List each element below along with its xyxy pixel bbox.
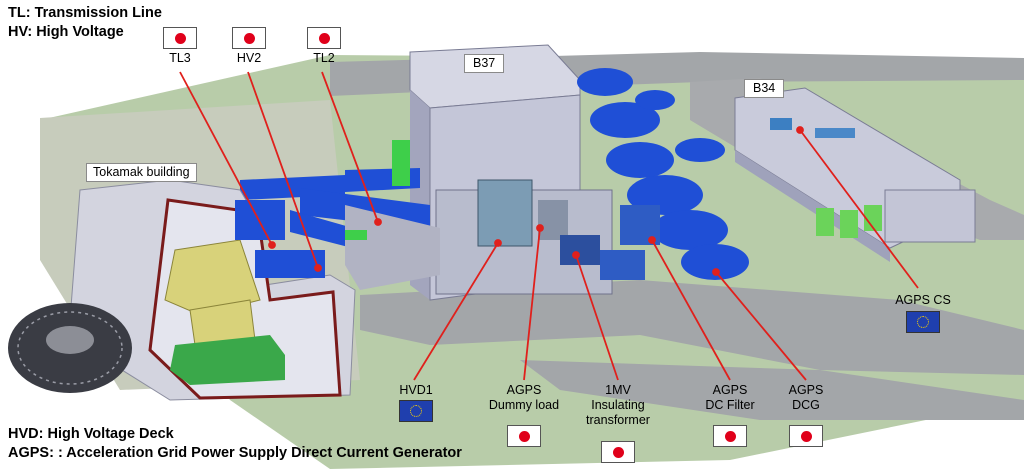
pointer-transformer [575,254,619,381]
pointer-dc-filter [651,239,731,381]
tokamak-green-duct [170,335,285,385]
tokamak-torus-inner [46,326,94,354]
b34-green-unit [816,208,834,236]
tl3-label: TL3 [169,51,191,65]
definition-hv: HV: High Voltage [8,24,124,40]
pointer-tip [268,241,276,249]
tokamak-building-label: Tokamak building [86,163,197,182]
pointer-lines [179,71,919,381]
agps-cs-label: AGPS CS [895,293,951,307]
dummy-load-line1: AGPS [506,383,542,397]
eu-flag-icon [399,400,433,422]
pointer-tip [494,239,502,247]
definition-hvd: HVD: High Voltage Deck [8,426,174,442]
pointer-tip [712,268,720,276]
b34-equipment [815,128,855,138]
pointer-tip [536,224,544,232]
hvd1-cage [477,179,533,247]
dcg-line1: AGPS [788,383,824,397]
japan-flag-icon [713,425,747,447]
japan-flag-icon [507,425,541,447]
dummy-load-unit [538,200,568,240]
b37-label: B37 [464,54,505,73]
pointer-dummy-load [523,227,541,381]
eu-flag-icon [906,311,940,333]
dcg-equipment [577,68,749,280]
hv2-label: HV2 [236,51,262,65]
japan-flag-icon [601,441,635,463]
pointer-hvd1 [413,242,499,381]
hvd1-label: HVD1 [399,383,433,397]
tokamak-coils [164,239,261,346]
pointer-tl3 [179,71,273,246]
b34-green-unit [864,205,882,231]
b34-annex [884,189,976,243]
pointer-tip [796,126,804,134]
tokamak-building-blue [235,200,325,278]
transformer-line3: transformer [586,413,650,427]
japan-flag-icon [307,27,341,49]
b34-equipment [770,118,792,130]
transformer-line1: 1MV [605,383,631,397]
tl2-label: TL2 [313,51,335,65]
b34-label: B34 [744,79,785,98]
insulating-transformer [560,235,600,265]
pointer-agps-cs [799,129,919,289]
tl-support-structure [345,205,440,290]
dummy-load-line2: Dummy load [488,398,560,412]
b34-green-unit [840,210,858,238]
dc-filter-line2: DC Filter [705,398,755,412]
pointer-dcg [715,271,807,381]
pointer-tl2 [321,71,379,223]
definition-tl: TL: Transmission Line [8,5,162,21]
pointer-tip [314,264,322,272]
japan-flag-icon [163,27,197,49]
tokamak-torus-ring [17,311,123,385]
pointer-tip [572,251,580,259]
road-lower [520,360,1024,420]
pointer-tip [374,218,382,226]
japan-flag-icon [232,27,266,49]
definition-agps: AGPS: : Acceleration Grid Power Supply D… [8,445,462,461]
pointer-tip [648,236,656,244]
pointer-hv2 [247,71,319,269]
road-main [360,280,1024,375]
dc-filter-line1: AGPS [712,383,748,397]
transformer-line2: Insulating [591,398,645,412]
dcg-line2: DCG [792,398,820,412]
japan-flag-icon [789,425,823,447]
